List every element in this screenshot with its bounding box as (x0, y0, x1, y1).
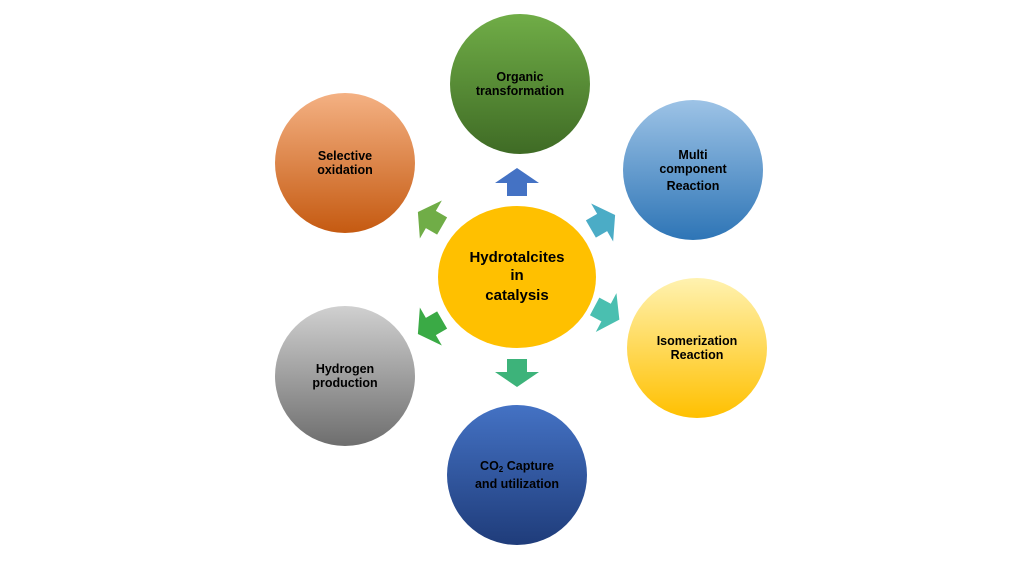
arrow-to-hydrogen (417, 307, 448, 346)
node-circle-co2 (447, 405, 587, 545)
node-circle-organic (450, 14, 590, 154)
circles-layer (275, 14, 767, 545)
arrows-layer (417, 168, 620, 387)
center-ellipse (438, 206, 596, 348)
node-circle-multicomponent (623, 100, 763, 240)
arrow-to-selective (417, 200, 448, 239)
arrow-to-co2 (495, 359, 539, 387)
arrow-to-isomerization (589, 293, 620, 332)
arrow-to-organic (495, 168, 539, 196)
node-circle-hydrogen (275, 306, 415, 446)
node-circle-selective (275, 93, 415, 233)
arrow-to-multicomponent (585, 203, 616, 242)
node-circle-isomerization (627, 278, 767, 418)
